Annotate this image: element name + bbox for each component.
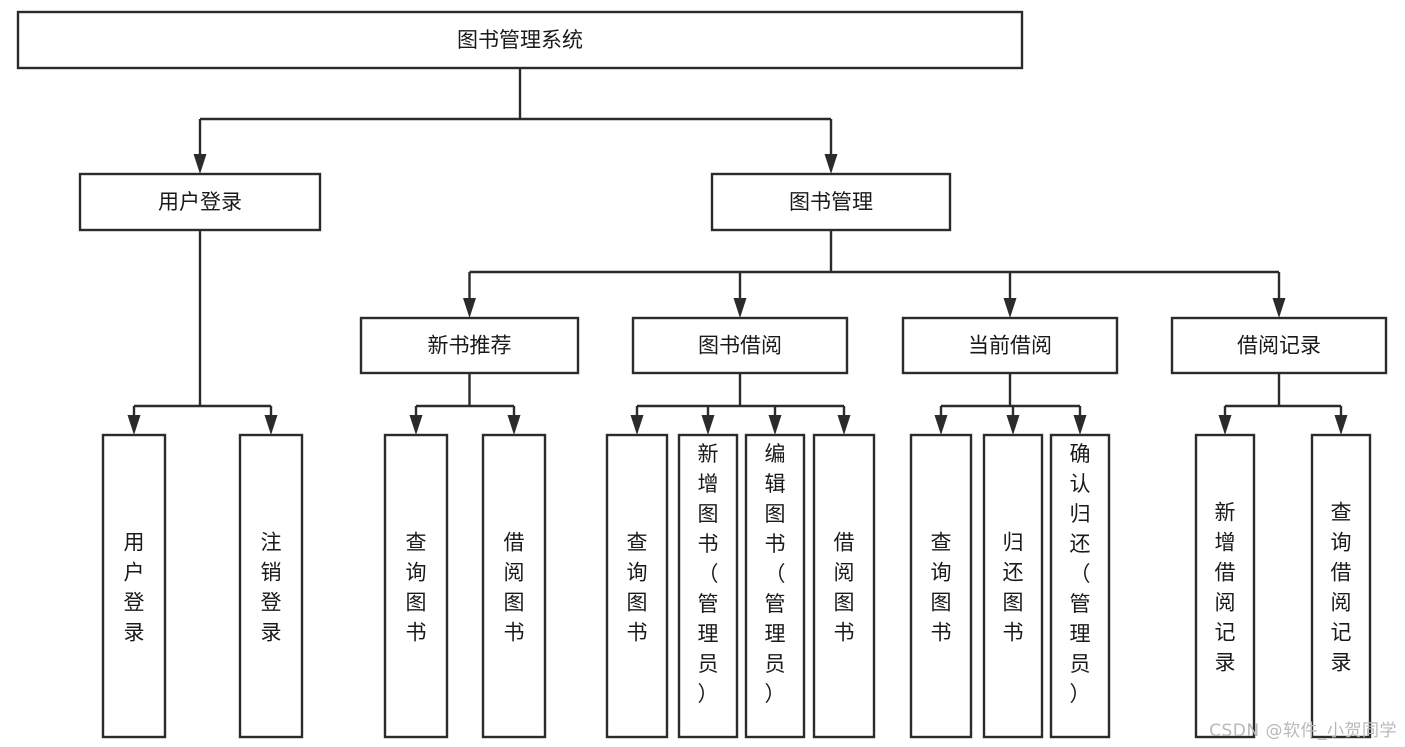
arrow-head-icon [733, 298, 747, 318]
arrow-head-icon [630, 415, 644, 435]
node-box[interactable] [16, 10, 1024, 70]
arrow-head-icon [264, 415, 278, 435]
node-label: 新增图书（管理员） [698, 442, 719, 706]
node-label: 用户登录 [158, 190, 242, 214]
node-box[interactable] [677, 433, 739, 739]
connector-group-borrow-record [1218, 373, 1348, 435]
node-box[interactable] [101, 433, 167, 739]
arrow-head-icon [934, 415, 948, 435]
node-box[interactable] [1049, 433, 1111, 739]
node-label: 用户登录 [124, 530, 145, 644]
node-leaf-query-book-borrow[interactable]: 查询图书 [605, 433, 669, 739]
node-leaf-add-book[interactable]: 新增图书（管理员） [677, 433, 739, 739]
arrow-head-icon [837, 415, 851, 435]
node-root[interactable]: 图书管理系统 [16, 10, 1024, 70]
node-leaf-borrow-book-recommend[interactable]: 借阅图书 [481, 433, 547, 739]
node-new-book-recommend[interactable]: 新书推荐 [359, 316, 580, 375]
node-box[interactable] [383, 433, 449, 739]
node-label: 查询借阅记录 [1331, 500, 1352, 674]
node-box[interactable] [1310, 433, 1372, 739]
node-book-borrow[interactable]: 图书借阅 [631, 316, 849, 375]
node-label: 新增借阅记录 [1215, 500, 1236, 674]
node-box[interactable] [605, 433, 669, 739]
node-box[interactable] [359, 316, 580, 375]
node-leaf-user-login[interactable]: 用户登录 [101, 433, 167, 739]
node-box[interactable] [1194, 433, 1256, 739]
node-label: 归还图书 [1003, 530, 1024, 644]
node-leaf-edit-book[interactable]: 编辑图书（管理员） [744, 433, 806, 739]
node-box[interactable] [710, 172, 952, 232]
arrow-head-icon [768, 415, 782, 435]
arrow-head-icon [193, 154, 207, 174]
node-box[interactable] [901, 316, 1119, 375]
arrow-head-icon [824, 154, 838, 174]
node-book-manage[interactable]: 图书管理 [710, 172, 952, 232]
arrow-head-icon [1272, 298, 1286, 318]
node-label: 借阅记录 [1237, 334, 1321, 358]
node-layer: 图书管理系统用户登录图书管理新书推荐图书借阅当前借阅借阅记录用户登录注销登录查询… [16, 10, 1388, 739]
connector-group-new-book-recommend [409, 373, 521, 435]
connector-group-root [193, 68, 838, 174]
node-current-borrow[interactable]: 当前借阅 [901, 316, 1119, 375]
node-label: 查询图书 [627, 530, 648, 644]
node-leaf-logout[interactable]: 注销登录 [238, 433, 304, 739]
node-box[interactable] [812, 433, 876, 739]
arrow-head-icon [507, 415, 521, 435]
node-leaf-query-book-recommend[interactable]: 查询图书 [383, 433, 449, 739]
node-label: 图书管理系统 [457, 28, 583, 52]
node-label: 图书管理 [789, 190, 873, 214]
node-user-login[interactable]: 用户登录 [78, 172, 322, 232]
connector-group-book-borrow [630, 373, 851, 435]
arrow-head-icon [1006, 415, 1020, 435]
arrow-head-icon [409, 415, 423, 435]
node-label: 借阅图书 [834, 530, 855, 644]
arrow-head-icon [1003, 298, 1017, 318]
node-box[interactable] [744, 433, 806, 739]
connector-group-current-borrow [934, 373, 1087, 435]
connector-layer [127, 68, 1348, 435]
csdn-watermark: CSDN @软件_小贺同学 [1209, 721, 1397, 741]
arrow-head-icon [463, 298, 476, 318]
node-box[interactable] [481, 433, 547, 739]
node-leaf-return-book[interactable]: 归还图书 [982, 433, 1044, 739]
node-label: 编辑图书（管理员） [765, 442, 786, 706]
node-borrow-record[interactable]: 借阅记录 [1170, 316, 1388, 375]
node-label: 确认归还（管理员） [1070, 442, 1091, 706]
node-label: 当前借阅 [968, 334, 1052, 358]
node-label: 查询图书 [931, 530, 952, 644]
arrow-head-icon [1334, 415, 1348, 435]
connector-group-user-login [127, 230, 278, 435]
node-leaf-confirm-return[interactable]: 确认归还（管理员） [1049, 433, 1111, 739]
node-box[interactable] [238, 433, 304, 739]
node-box[interactable] [982, 433, 1044, 739]
arrow-head-icon [1218, 415, 1232, 435]
node-label: 新书推荐 [428, 334, 512, 358]
node-label: 图书借阅 [698, 334, 782, 358]
arrow-head-icon [1073, 415, 1087, 435]
arrow-head-icon [701, 415, 715, 435]
node-leaf-query-book-current[interactable]: 查询图书 [909, 433, 973, 739]
node-box[interactable] [78, 172, 322, 232]
node-label: 查询图书 [406, 530, 427, 644]
node-leaf-query-record[interactable]: 查询借阅记录 [1310, 433, 1372, 739]
arrow-head-icon [127, 415, 141, 435]
node-label: 注销登录 [261, 530, 282, 644]
node-box[interactable] [1170, 316, 1388, 375]
node-box[interactable] [909, 433, 973, 739]
node-box[interactable] [631, 316, 849, 375]
node-leaf-add-record[interactable]: 新增借阅记录 [1194, 433, 1256, 739]
node-leaf-borrow-book[interactable]: 借阅图书 [812, 433, 876, 739]
node-label: 借阅图书 [504, 530, 525, 644]
connector-group-book-manage [463, 230, 1286, 318]
